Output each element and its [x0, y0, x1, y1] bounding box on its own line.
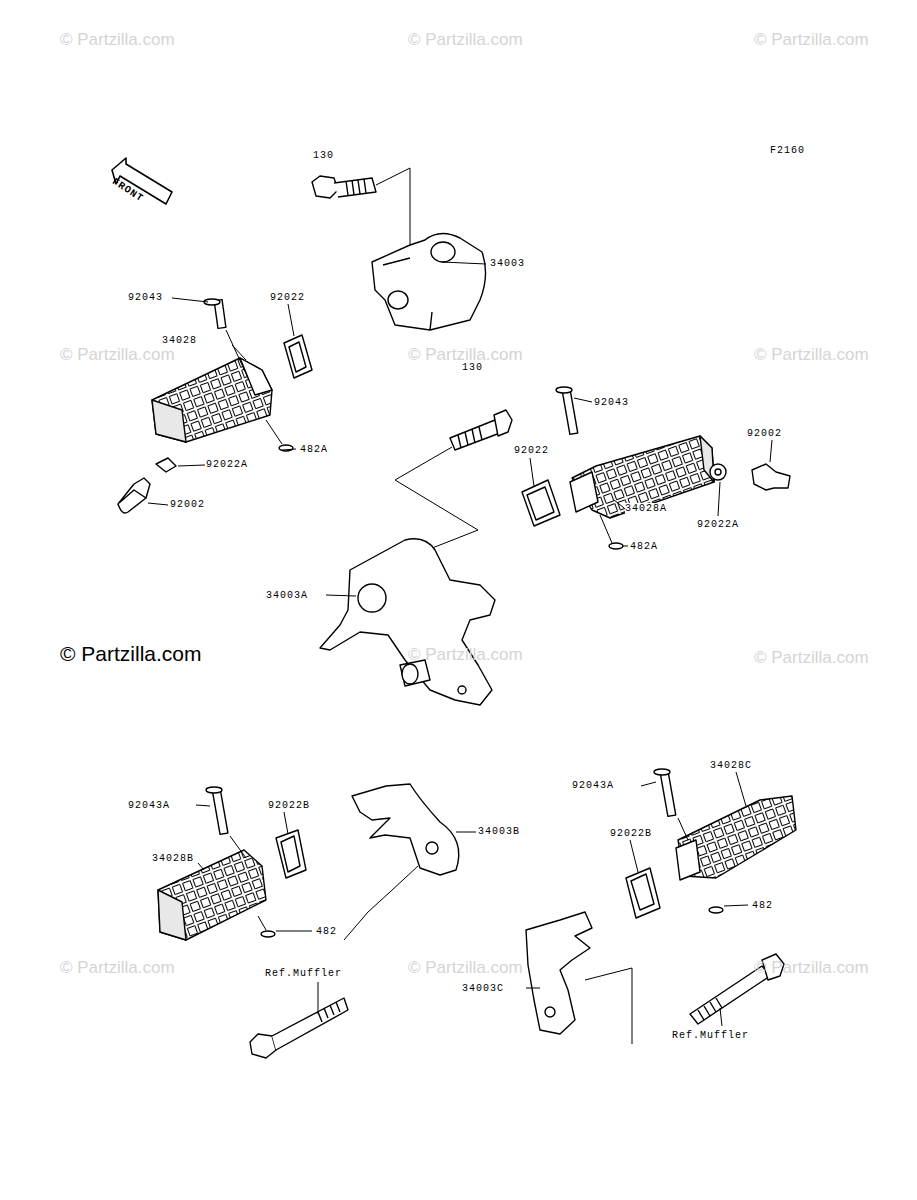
- callout-number: 130: [313, 150, 334, 162]
- callout-number: 92043: [128, 292, 163, 304]
- callout-number: 92022: [514, 445, 549, 457]
- callout-number: 92002: [170, 499, 205, 511]
- watermark: © Partzilla.com: [408, 958, 523, 978]
- figure-code: F2160: [770, 145, 805, 157]
- watermark: © Partzilla.com: [754, 958, 869, 978]
- watermark: © Partzilla.com: [754, 648, 869, 668]
- callout-number: 482: [752, 900, 773, 912]
- callout-number: 34028C: [710, 760, 752, 772]
- callout-number: 92043A: [572, 780, 614, 792]
- reference-note: Ref.Muffler: [265, 968, 342, 980]
- callout-number: 92022B: [268, 800, 310, 812]
- watermark: © Partzilla.com: [60, 642, 202, 666]
- callout-number: 92043: [594, 397, 629, 409]
- callout-number: 34003B: [478, 826, 520, 838]
- callout-number: 34003C: [462, 983, 504, 995]
- callout-number: 34028A: [625, 503, 667, 515]
- callout-number: 482A: [630, 541, 658, 553]
- callout-number: 482A: [300, 444, 328, 456]
- callout-number: 34003A: [266, 590, 308, 602]
- callout-number: 92022: [270, 292, 305, 304]
- watermark: © Partzilla.com: [408, 645, 523, 665]
- callout-number: 92022A: [697, 519, 739, 531]
- callout-number: 92022B: [610, 828, 652, 840]
- watermark: © Partzilla.com: [754, 30, 869, 50]
- callout-number: 482: [316, 926, 337, 938]
- watermark: © Partzilla.com: [60, 958, 175, 978]
- watermark: © Partzilla.com: [408, 30, 523, 50]
- watermark: © Partzilla.com: [60, 30, 175, 50]
- callout-number: 92002: [747, 428, 782, 440]
- watermark: © Partzilla.com: [408, 345, 523, 365]
- watermark: © Partzilla.com: [60, 345, 175, 365]
- watermark: © Partzilla.com: [754, 345, 869, 365]
- callout-number: 92022A: [206, 459, 248, 471]
- reference-note: Ref.Muffler: [672, 1030, 749, 1042]
- callout-number: 34003: [490, 258, 525, 270]
- callout-number: 34028B: [152, 853, 194, 865]
- callout-number: 92043A: [128, 800, 170, 812]
